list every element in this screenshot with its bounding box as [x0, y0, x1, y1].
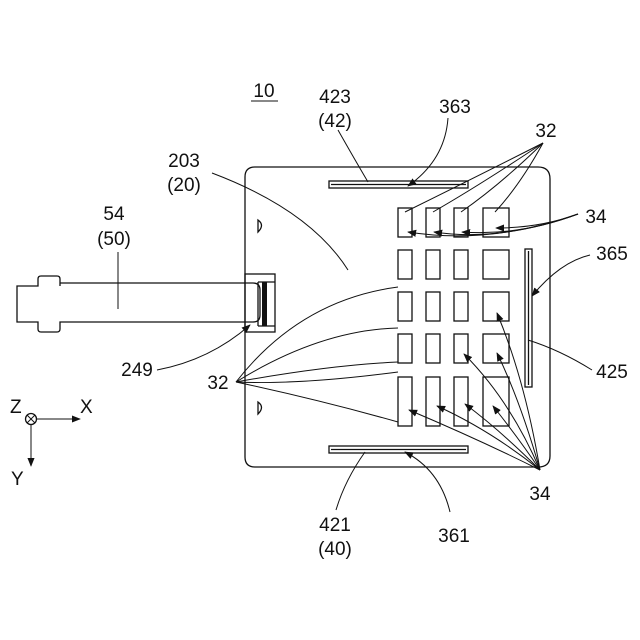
- label-20: (20): [167, 175, 201, 196]
- label-40: (40): [318, 539, 352, 560]
- electrode: [426, 292, 440, 321]
- slot-top: [329, 181, 468, 188]
- label-50: (50): [97, 229, 131, 250]
- electrode-grid: [398, 208, 509, 426]
- board-notch-top: [258, 220, 262, 232]
- electrode: [398, 250, 412, 279]
- electrode: [483, 250, 509, 279]
- label-42: (42): [318, 111, 352, 132]
- slot-bottom: [329, 446, 468, 453]
- leader-425: [528, 340, 592, 370]
- label-32-top: 32: [535, 121, 556, 142]
- slot-right: [525, 249, 532, 387]
- electrode: [454, 250, 468, 279]
- electrode: [454, 292, 468, 321]
- label-425: 425: [596, 362, 628, 383]
- label-363: 363: [439, 97, 471, 118]
- label-421: 421: [319, 515, 351, 536]
- label-249: 249: [121, 360, 153, 381]
- leader-365: [532, 255, 590, 296]
- axis-indicator: Z X Y: [10, 397, 93, 490]
- electrode: [398, 334, 412, 363]
- electrode: [398, 377, 412, 426]
- electrode: [483, 292, 509, 321]
- leaders-34-right: [408, 214, 578, 236]
- label-54: 54: [103, 204, 125, 225]
- label-361: 361: [438, 526, 470, 547]
- y-axis-label: Y: [11, 469, 24, 490]
- flex-cable: [17, 276, 260, 332]
- z-axis-label: Z: [10, 397, 22, 418]
- electrode: [483, 377, 509, 426]
- electrode: [426, 334, 440, 363]
- electrode: [426, 250, 440, 279]
- board-notch-bottom: [258, 402, 262, 414]
- electrode: [454, 334, 468, 363]
- label-34-bottom: 34: [529, 484, 551, 505]
- leader-249: [157, 325, 250, 370]
- label-203: 203: [168, 151, 200, 172]
- electrode: [398, 292, 412, 321]
- figure-number: 10: [253, 81, 274, 102]
- label-34-right: 34: [585, 207, 607, 228]
- label-32-left: 32: [207, 373, 228, 394]
- electrode: [454, 377, 468, 426]
- leader-361: [405, 452, 450, 512]
- label-365: 365: [596, 244, 628, 265]
- x-axis-label: X: [80, 397, 93, 418]
- label-423: 423: [319, 87, 351, 108]
- leader-363: [408, 118, 448, 186]
- electrode: [483, 334, 509, 363]
- leader-423: [338, 130, 368, 182]
- leader-203: [212, 173, 348, 270]
- leaders-32-top: [405, 143, 543, 212]
- leader-421: [336, 452, 365, 510]
